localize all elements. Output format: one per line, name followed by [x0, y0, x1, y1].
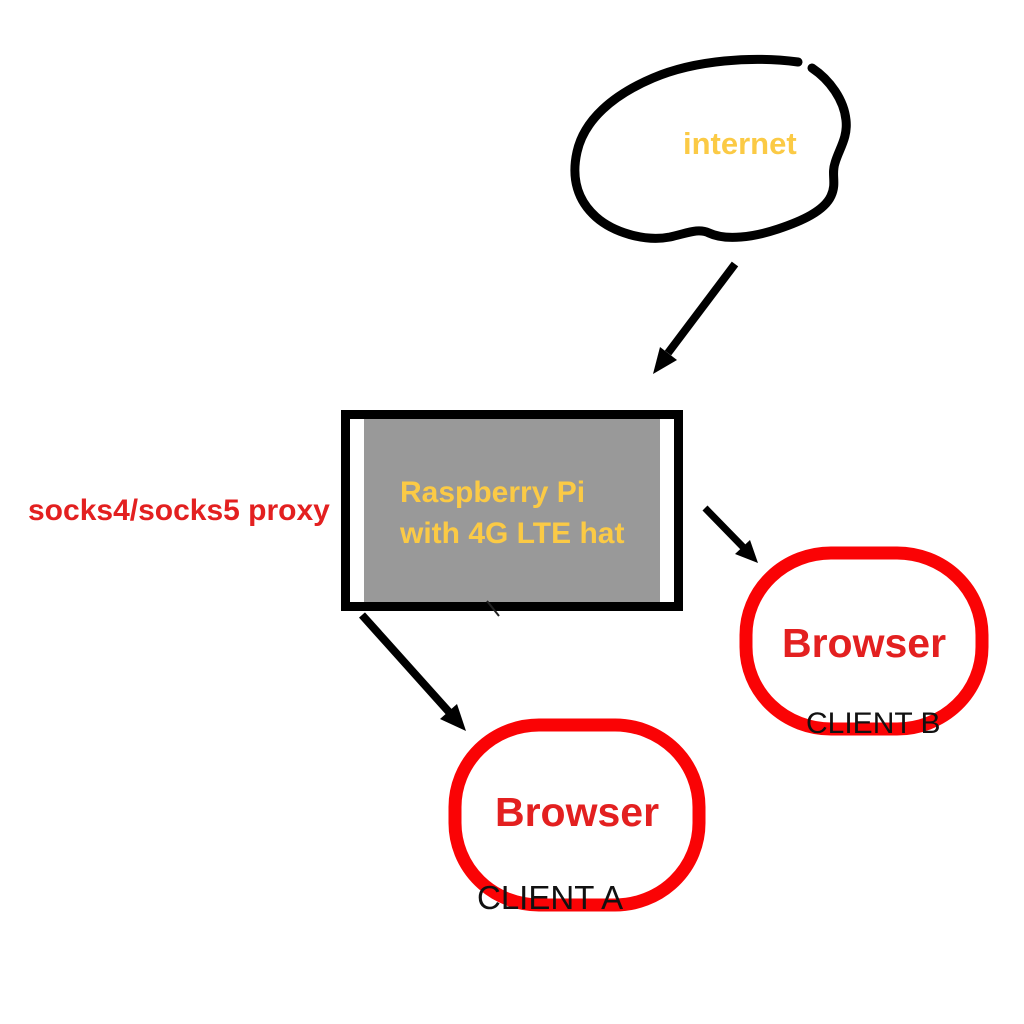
- arrow-pi-to-client-a: [359, 612, 466, 731]
- socks-proxy-label: socks4/socks5 proxy: [28, 494, 330, 527]
- arrow-pi-to-client-b: [702, 505, 758, 563]
- client-b-caption: CLIENT B: [806, 707, 941, 740]
- raspberry-pi-label-line2: with 4G LTE hat: [400, 517, 625, 550]
- raspberry-pi-label-line1: Raspberry Pi: [400, 476, 586, 509]
- client-a-oval: [448, 718, 706, 912]
- arrow-internet-to-pi: [653, 261, 739, 374]
- internet-cloud-outline: [570, 54, 851, 243]
- raspberry-pi-label: Raspberry Pi with 4G LTE hat: [400, 472, 624, 554]
- client-a-caption: CLIENT A: [477, 879, 624, 916]
- raspberry-pi-box: [341, 410, 683, 611]
- cursor-mark: [486, 600, 500, 617]
- client-b-oval: [739, 546, 989, 736]
- client-a-browser-label: Browser: [494, 789, 660, 835]
- client-b-browser-label: Browser: [781, 620, 947, 666]
- internet-label: internet: [683, 126, 797, 161]
